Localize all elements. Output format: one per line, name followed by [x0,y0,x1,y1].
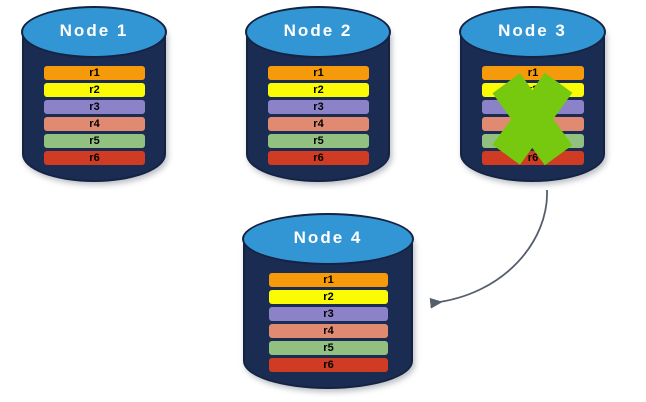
row-bar[interactable]: r1 [269,273,388,287]
row-list: r1 r2 r3 r4 r5 r6 [246,8,390,182]
row-bar[interactable]: r4 [482,117,584,131]
row-bar[interactable]: r4 [44,117,145,131]
row-bar[interactable]: r5 [268,134,369,148]
row-bar[interactable]: r6 [44,151,145,165]
row-list: r1 r2 r3 r4 r5 r6 [460,8,605,182]
row-bar[interactable]: r2 [482,83,584,97]
row-bar[interactable]: r6 [269,358,388,372]
row-bar[interactable]: r2 [269,290,388,304]
row-bar[interactable]: r1 [44,66,145,80]
row-bar[interactable]: r1 [482,66,584,80]
row-bar[interactable]: r5 [482,134,584,148]
row-bar[interactable]: r6 [268,151,369,165]
node-top-ellipse [245,6,391,58]
row-bar[interactable]: r6 [482,151,584,165]
row-bar[interactable]: r1 [268,66,369,80]
row-bar[interactable]: r4 [268,117,369,131]
row-bar[interactable]: r2 [268,83,369,97]
row-bar[interactable]: r5 [44,134,145,148]
row-bar[interactable]: r3 [268,100,369,114]
row-bar[interactable]: r2 [44,83,145,97]
row-bar[interactable]: r5 [269,341,388,355]
node-top-ellipse [21,6,167,58]
row-list: r1 r2 r3 r4 r5 r6 [243,215,413,389]
row-bar[interactable]: r4 [269,324,388,338]
row-bar[interactable]: r3 [44,100,145,114]
row-list: r1 r2 r3 r4 r5 r6 [22,8,166,182]
node-top-ellipse [459,6,606,58]
row-bar[interactable]: r3 [482,100,584,114]
row-bar[interactable]: r3 [269,307,388,321]
node-top-ellipse [242,213,414,265]
